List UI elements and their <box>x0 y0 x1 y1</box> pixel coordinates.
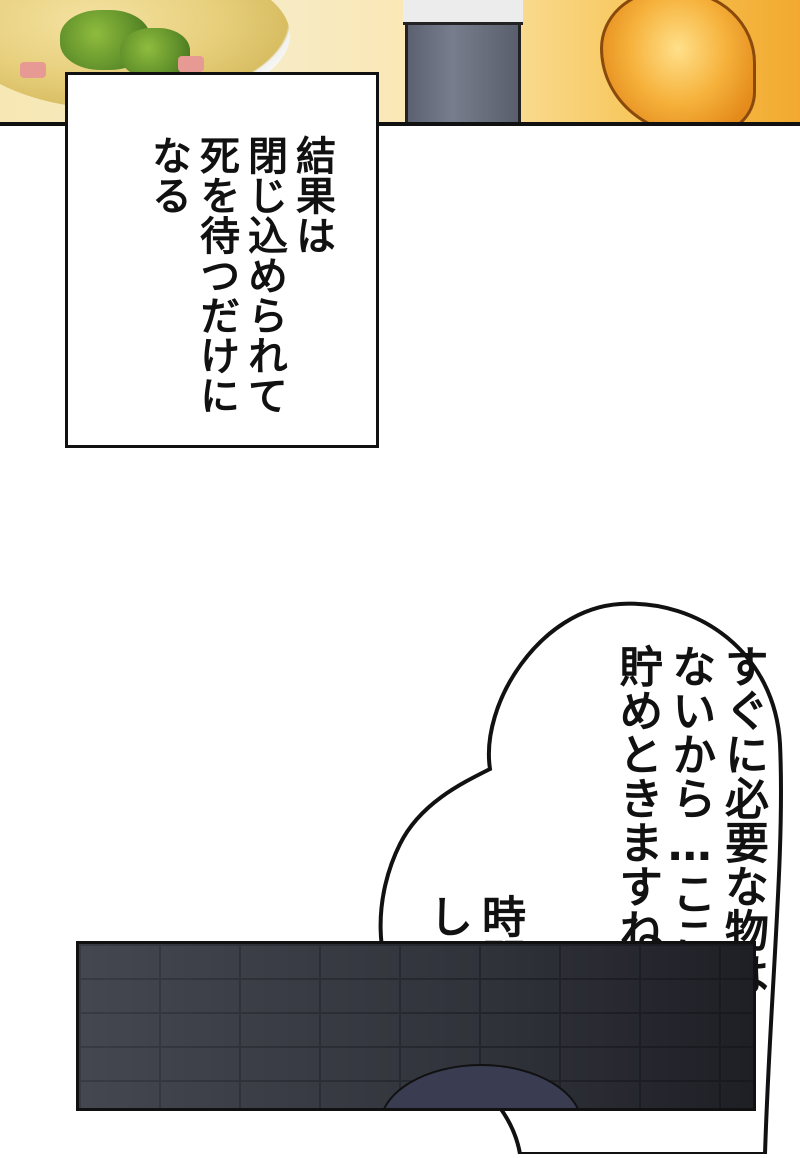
ham-piece-illustration <box>20 62 46 78</box>
character-legs-illustration <box>403 0 523 122</box>
fried-food-illustration <box>600 0 756 122</box>
speech-line: すぐに必要な物は <box>717 644 768 996</box>
narration-box: 結果は 閉じ込められて 死を待つだけに なる <box>65 72 379 448</box>
narration-line: なる <box>145 135 191 215</box>
ham-piece-illustration <box>178 56 204 72</box>
narration-text: 結果は 閉じ込められて 死を待つだけに なる <box>144 135 336 415</box>
narration-line: 閉じ込められて <box>241 135 287 415</box>
speech-line: 貯めときますね <box>611 644 663 952</box>
bottom-panel-stone-wall <box>76 941 756 1111</box>
narration-line: 結果は <box>289 135 335 255</box>
narration-line: 死を待つだけに <box>193 135 239 415</box>
